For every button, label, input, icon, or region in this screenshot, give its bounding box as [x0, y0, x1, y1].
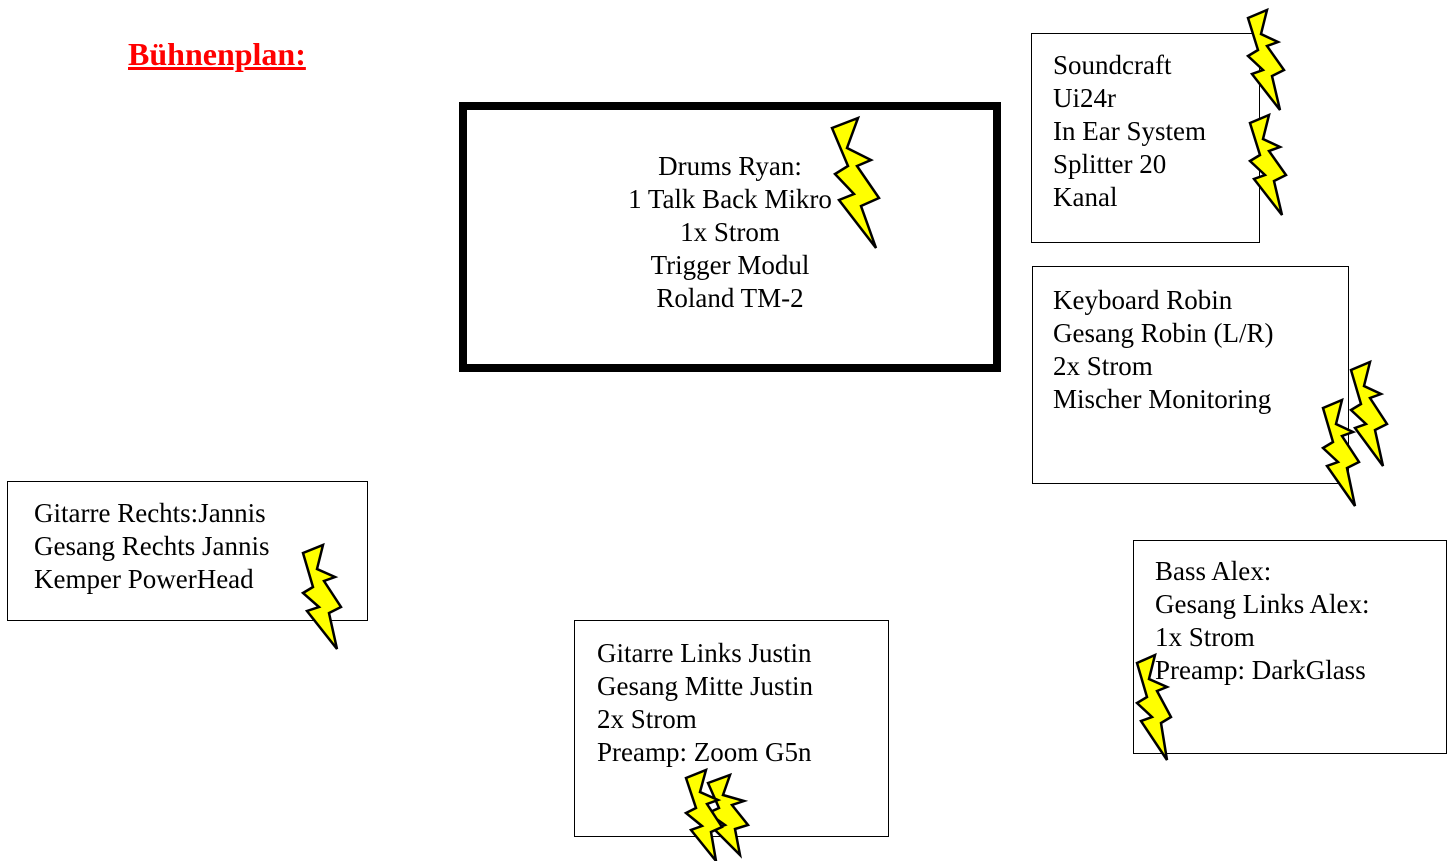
drums-line: Trigger Modul: [650, 250, 810, 280]
soundcraft-line: Kanal: [1053, 182, 1118, 212]
guitar-left-line: Gitarre Links Justin: [597, 638, 812, 668]
soundcraft-line: Splitter 20: [1053, 149, 1167, 179]
lightning-bolt-icon: [1348, 359, 1389, 467]
drums-line: Drums Ryan:: [658, 151, 802, 181]
guitar-right-line: Gitarre Rechts:Jannis: [34, 498, 266, 528]
guitar-left-box: Gitarre Links Justin Gesang Mitte Justin…: [574, 620, 889, 837]
lightning-bolt-icon: [830, 115, 881, 249]
drums-box: Drums Ryan: 1 Talk Back Mikro 1x Strom T…: [459, 102, 1001, 372]
guitar-right-line: Kemper PowerHead: [34, 564, 254, 594]
bass-line: Preamp: DarkGlass: [1155, 655, 1366, 685]
bass-line: 1x Strom: [1155, 622, 1255, 652]
lightning-bolt-icon: [1247, 112, 1288, 216]
drums-line: 1 Talk Back Mikro: [628, 184, 832, 214]
page-title: Bühnenplan:: [128, 36, 306, 72]
guitar-right-line: Gesang Rechts Jannis: [34, 531, 270, 561]
guitar-left-line: Gesang Mitte Justin: [597, 671, 813, 701]
soundcraft-line: Soundcraft: [1053, 50, 1172, 80]
lightning-bolt-icon: [300, 542, 343, 650]
bass-box: Bass Alex: Gesang Links Alex: 1x Strom P…: [1133, 540, 1447, 754]
lightning-bolt-icon: [683, 767, 724, 861]
soundcraft-box: Soundcraft Ui24r In Ear System Splitter …: [1031, 33, 1260, 243]
lightning-bolt-icon: [1134, 652, 1173, 761]
keyboard-line: Mischer Monitoring: [1053, 384, 1272, 414]
lightning-bolt-icon: [1245, 7, 1286, 111]
soundcraft-line: In Ear System: [1053, 116, 1206, 146]
drums-line: Roland TM-2: [656, 283, 804, 313]
lightning-bolt-icon: [1320, 397, 1361, 507]
keyboard-line: Gesang Robin (L/R): [1053, 318, 1274, 348]
drums-line: 1x Strom: [680, 217, 780, 247]
keyboard-box: Keyboard Robin Gesang Robin (L/R) 2x Str…: [1032, 266, 1349, 484]
bass-line: Gesang Links Alex:: [1155, 589, 1370, 619]
keyboard-line: Keyboard Robin: [1053, 285, 1233, 315]
guitar-left-line: 2x Strom: [597, 704, 697, 734]
guitar-left-line: Preamp: Zoom G5n: [597, 737, 812, 767]
keyboard-line: 2x Strom: [1053, 351, 1153, 381]
bass-line: Bass Alex:: [1155, 556, 1272, 586]
soundcraft-line: Ui24r: [1053, 83, 1116, 113]
